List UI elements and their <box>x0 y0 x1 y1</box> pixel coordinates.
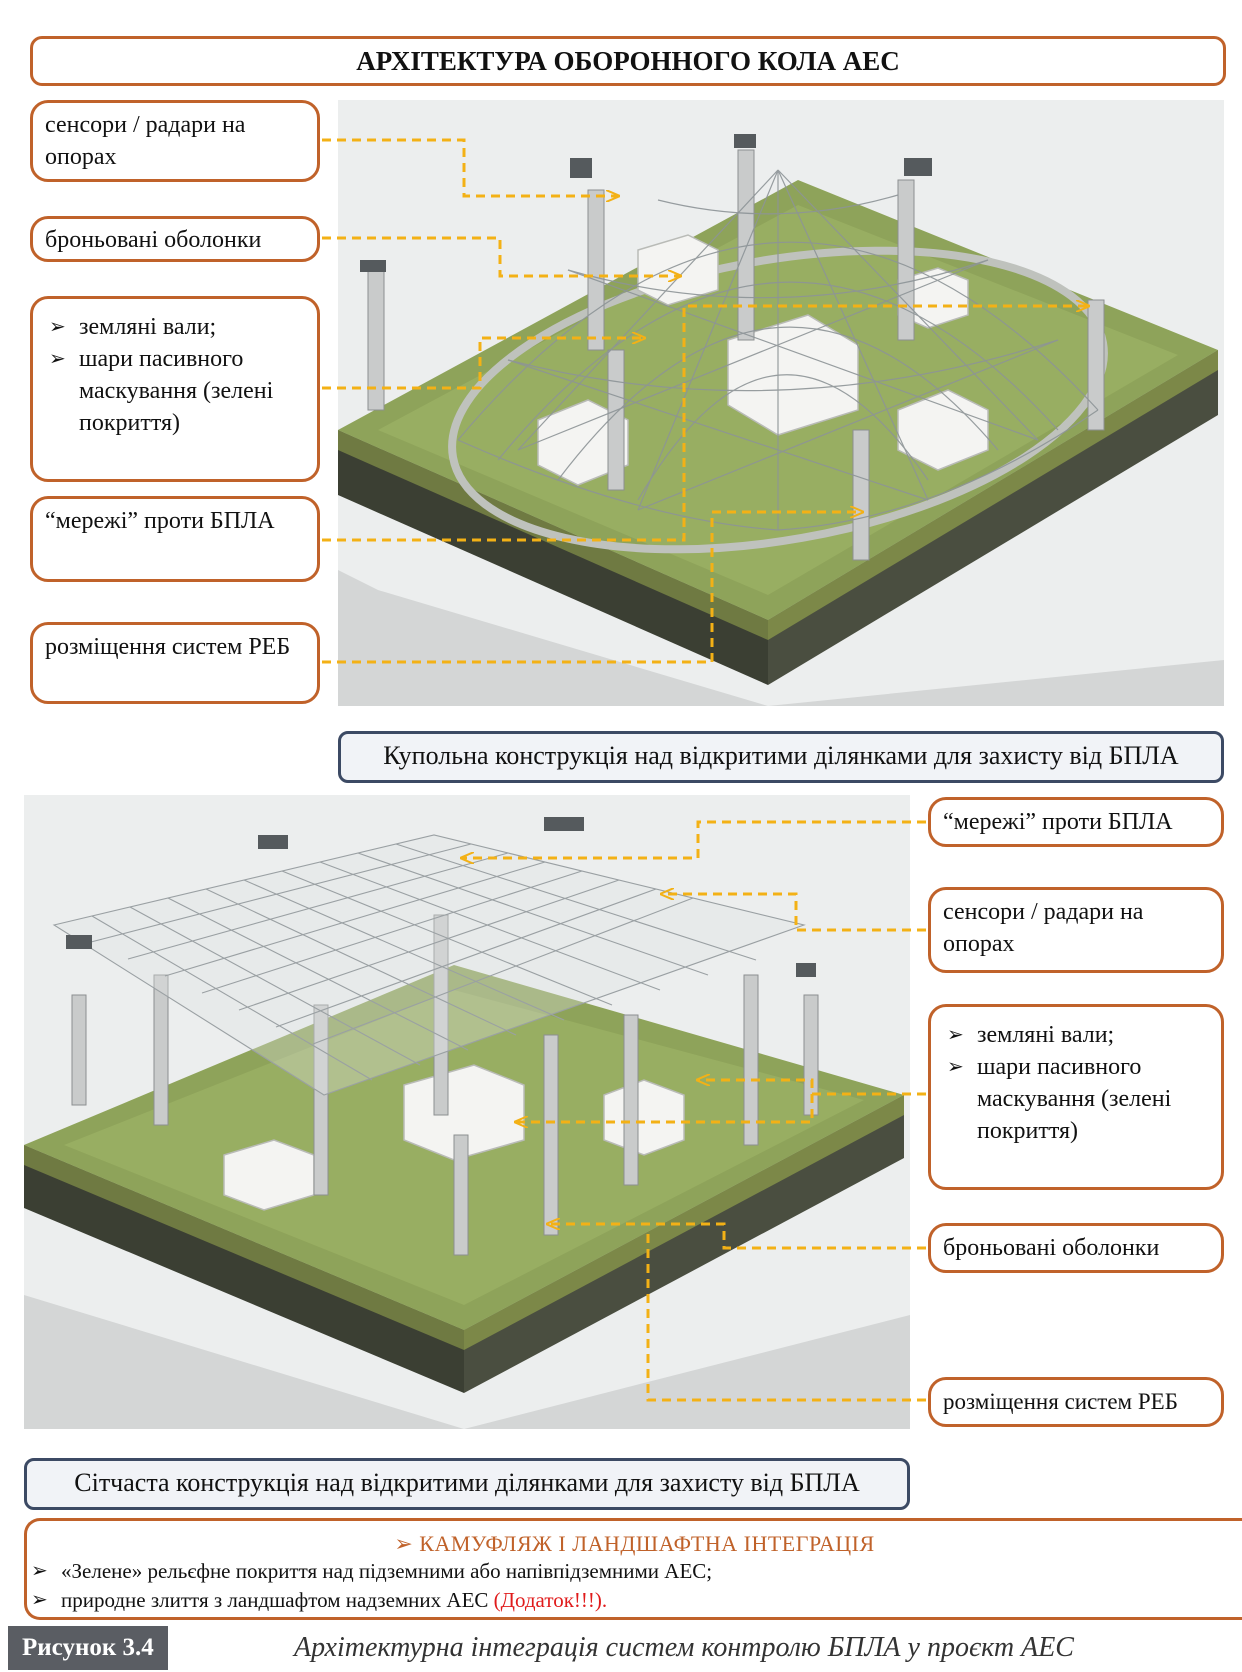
top-label-sensors: сенсори / радари на опорах <box>30 100 320 182</box>
bottom-earth-item-2: шари пасивного маскування (зелені покрит… <box>943 1051 1209 1147</box>
bottom-label-sensors: сенсори / радари на опорах <box>928 887 1224 973</box>
top-label-armor-text: броньовані оболонки <box>45 227 262 253</box>
bottom-label-earthworks: земляні вали; шари пасивного маскування … <box>928 1004 1224 1190</box>
bottom-label-sensors-text: сенсори / радари на опорах <box>943 899 1144 957</box>
page-title: АРХІТЕКТУРА ОБОРОННОГО КОЛА АЕС <box>30 36 1226 86</box>
figure-caption: Архітектурна інтеграція систем контролю … <box>294 1632 1074 1663</box>
bottom-label-reb-text: розміщення систем РЕБ <box>943 1389 1178 1414</box>
camouflage-item-2-text: природне злиття з ландшафтом надземних А… <box>61 1588 489 1612</box>
top-label-earthworks: земляні вали; шари пасивного маскування … <box>30 296 320 482</box>
top-earth-item-2: шари пасивного маскування (зелені покрит… <box>45 343 305 439</box>
camouflage-heading: ➢ КАМУФЛЯЖ І ЛАНДШАФТНА ІНТЕГРАЦІЯ <box>41 1531 1228 1557</box>
bottom-label-reb: розміщення систем РЕБ <box>928 1377 1224 1427</box>
bottom-label-armor-text: броньовані оболонки <box>943 1235 1160 1261</box>
top-label-nets: “мережі” проти БПЛА <box>30 496 320 582</box>
camouflage-box: ➢ КАМУФЛЯЖ І ЛАНДШАФТНА ІНТЕГРАЦІЯ «Зеле… <box>24 1518 1242 1620</box>
grid-scene-illustration <box>24 795 910 1429</box>
top-label-nets-text: “мережі” проти БПЛА <box>45 508 275 534</box>
figure-label: Рисунок 3.4 <box>8 1626 168 1670</box>
camouflage-item-2-note: (Додаток!!!). <box>493 1588 608 1612</box>
top-label-reb: розміщення систем РЕБ <box>30 622 320 704</box>
top-label-reb-text: розміщення систем РЕБ <box>45 634 291 660</box>
bottom-label-nets-text: “мережі” проти БПЛА <box>943 809 1173 835</box>
top-earth-item-1: земляні вали; <box>45 311 305 343</box>
camouflage-item-2: природне злиття з ландшафтом надземних А… <box>27 1586 1228 1615</box>
dome-scene-illustration <box>338 100 1224 706</box>
bottom-label-nets: “мережі” проти БПЛА <box>928 797 1224 847</box>
camouflage-heading-arrow-icon: ➢ <box>394 1531 420 1556</box>
bottom-label-armor: броньовані оболонки <box>928 1223 1224 1273</box>
camouflage-heading-text: КАМУФЛЯЖ І ЛАНДШАФТНА ІНТЕГРАЦІЯ <box>419 1531 875 1556</box>
top-label-armor: броньовані оболонки <box>30 216 320 262</box>
grid-caption: Сітчаста конструкція над відкритими діля… <box>24 1458 910 1510</box>
dome-caption: Купольна конструкція над відкритими діля… <box>338 731 1224 783</box>
camouflage-item-1: «Зелене» рельєфне покриття над підземним… <box>27 1557 1228 1586</box>
top-label-sensors-text: сенсори / радари на опорах <box>45 112 246 170</box>
bottom-earth-item-1: земляні вали; <box>943 1019 1209 1051</box>
